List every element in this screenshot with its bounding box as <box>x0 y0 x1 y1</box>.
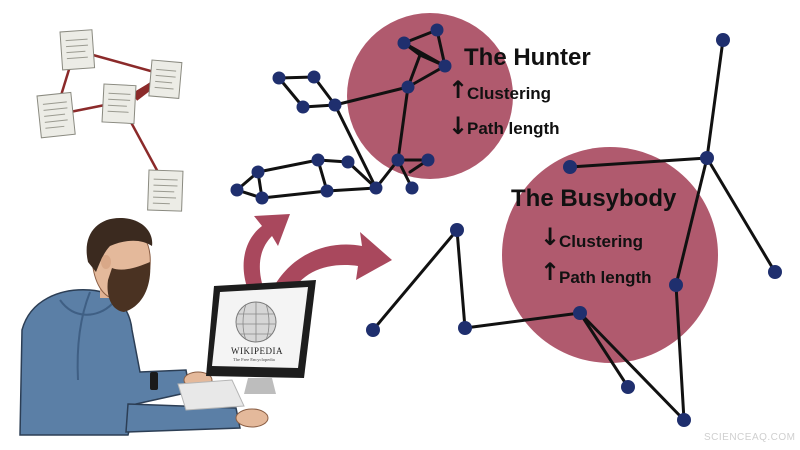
wikipedia-wordmark: WIKIPEDIA <box>231 346 283 356</box>
hunter-network-nodes <box>230 23 452 205</box>
arrow-up-icon <box>243 214 290 290</box>
network-node <box>341 155 355 169</box>
busybody-network-nodes <box>366 33 782 427</box>
network-node <box>311 153 325 167</box>
network-node <box>369 181 383 195</box>
network-node <box>320 184 334 198</box>
network-node <box>573 306 587 320</box>
network-node <box>272 71 286 85</box>
wikipedia-tagline: The Free Encyclopedia <box>233 357 275 362</box>
keyboard <box>177 379 245 411</box>
network-node <box>458 321 472 335</box>
hunter-title: The Hunter <box>464 44 591 71</box>
hunter-clustering-label: Clustering <box>467 84 552 103</box>
clustering-up-arrow-icon: ↑ <box>448 76 469 104</box>
paper-document <box>148 59 183 100</box>
network-node <box>391 153 405 167</box>
hunter-circle <box>347 13 513 179</box>
busybody-clustering-label: Clustering <box>559 232 644 251</box>
busybody-network-edges <box>371 38 777 422</box>
paper-network <box>36 29 184 212</box>
paper-document <box>59 29 96 71</box>
paper-document <box>147 169 184 212</box>
network-node <box>450 223 464 237</box>
person-hand <box>235 408 269 428</box>
network-node <box>716 33 730 47</box>
curved-arrows <box>243 214 392 296</box>
network-node <box>255 191 269 205</box>
network-node <box>397 36 411 50</box>
busybody-circle <box>502 147 718 363</box>
clustering-down-arrow-icon: ↓ <box>540 223 561 251</box>
network-node <box>366 323 380 337</box>
network-node <box>230 183 244 197</box>
person-arm <box>125 403 241 433</box>
network-node <box>768 265 782 279</box>
network-node <box>621 380 635 394</box>
network-node <box>405 181 419 195</box>
path-length-up-arrow-icon: ↑ <box>540 258 561 286</box>
paper-document <box>36 91 76 139</box>
network-node <box>438 59 452 73</box>
watermark: SCIENCEAQ.COM <box>704 432 796 443</box>
person-hair <box>86 218 153 272</box>
monitor-stand <box>244 378 276 394</box>
network-node <box>307 70 321 84</box>
arrow-right-icon <box>272 232 392 296</box>
network-node <box>430 23 444 37</box>
watch-icon <box>150 372 158 390</box>
person-torso <box>19 289 191 436</box>
network-node <box>401 80 415 94</box>
network-node <box>296 100 310 114</box>
network-node <box>669 278 683 292</box>
network-node <box>563 160 577 174</box>
network-node <box>251 165 265 179</box>
person-figure <box>19 218 269 436</box>
busybody-title: The Busybody <box>511 185 677 212</box>
network-node <box>421 153 435 167</box>
network-node <box>677 413 691 427</box>
busybody-path-length-label: Path length <box>559 268 652 287</box>
network-node <box>328 98 342 112</box>
hunter-path-length-label: Path length <box>467 119 560 138</box>
path-length-down-arrow-icon: ↓ <box>448 112 469 140</box>
network-node <box>700 151 714 165</box>
person-beard <box>107 262 151 312</box>
paper-document <box>101 83 137 125</box>
computer-monitor: WIKIPEDIA The Free Encyclopedia <box>177 280 316 411</box>
